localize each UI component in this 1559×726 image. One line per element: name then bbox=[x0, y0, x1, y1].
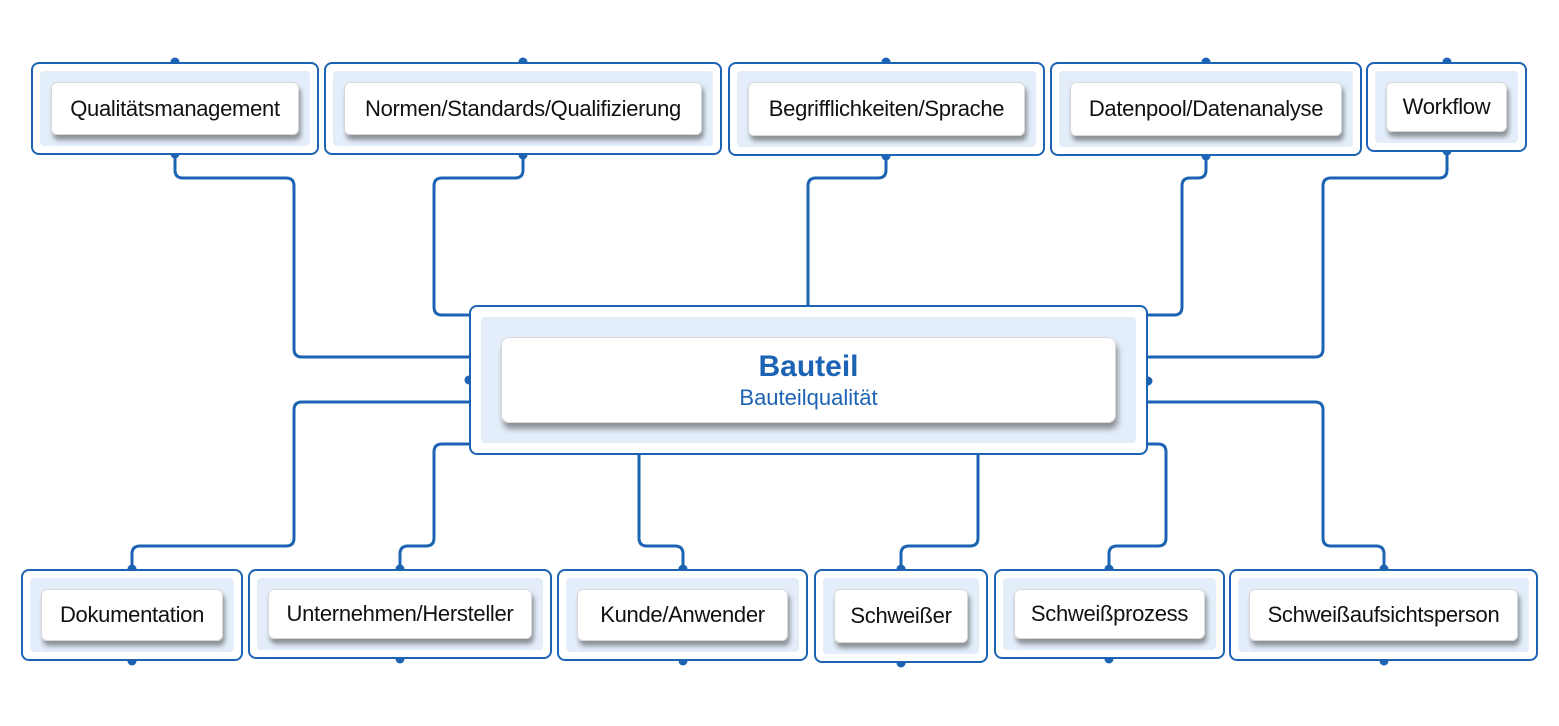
node-normen-standards: Normen/Standards/Qualifizierung bbox=[324, 62, 722, 155]
connector-normen bbox=[432, 152, 525, 317]
connector-unternehmen bbox=[398, 442, 472, 571]
node-datenpool: Datenpool/Datenanalyse bbox=[1050, 62, 1362, 156]
node-label: Unternehmen/Hersteller bbox=[268, 589, 532, 639]
center-title: Bauteil bbox=[758, 350, 859, 383]
node-schweissprozess: Schweißprozess bbox=[994, 569, 1225, 659]
connector-schweissprozess bbox=[1107, 442, 1168, 571]
connector-kunde bbox=[637, 453, 685, 571]
center-label: Bauteil Bauteilqualität bbox=[501, 337, 1116, 423]
node-label: Schweißaufsichtsperson bbox=[1249, 589, 1518, 641]
node-unternehmen-hersteller: Unternehmen/Hersteller bbox=[248, 569, 552, 659]
node-label: Dokumentation bbox=[41, 589, 223, 641]
node-label: Schweißer bbox=[834, 589, 968, 643]
node-label: Normen/Standards/Qualifizierung bbox=[344, 82, 702, 135]
node-label: Schweißprozess bbox=[1014, 589, 1205, 639]
node-bauteil-center: Bauteil Bauteilqualität bbox=[469, 305, 1148, 455]
node-dokumentation: Dokumentation bbox=[21, 569, 243, 661]
connector-workflow bbox=[1146, 148, 1449, 359]
node-label: Workflow bbox=[1386, 82, 1507, 132]
connector-schweissaufsicht bbox=[1146, 400, 1386, 571]
node-label: Begrifflichkeiten/Sprache bbox=[748, 82, 1025, 136]
node-begrifflichkeiten: Begrifflichkeiten/Sprache bbox=[728, 62, 1045, 156]
node-label: Qualitätsmanagement bbox=[51, 82, 299, 135]
node-schweisser: Schweißer bbox=[814, 569, 988, 663]
node-schweissaufsichtsperson: Schweißaufsichtsperson bbox=[1229, 569, 1538, 661]
center-subtitle: Bauteilqualität bbox=[739, 385, 878, 410]
connector-schweisser bbox=[899, 453, 980, 571]
node-label: Kunde/Anwender bbox=[577, 589, 788, 641]
node-qualitaetsmanagement: Qualitätsmanagement bbox=[31, 62, 319, 155]
connector-begrifflichkeiten bbox=[806, 153, 888, 307]
connector-qualitaetsmanagement bbox=[173, 152, 472, 359]
connector-datenpool bbox=[1146, 153, 1208, 317]
node-label: Datenpool/Datenanalyse bbox=[1070, 82, 1342, 136]
connector-dokumentation bbox=[130, 400, 472, 571]
node-kunde-anwender: Kunde/Anwender bbox=[557, 569, 808, 661]
node-workflow: Workflow bbox=[1366, 62, 1527, 152]
